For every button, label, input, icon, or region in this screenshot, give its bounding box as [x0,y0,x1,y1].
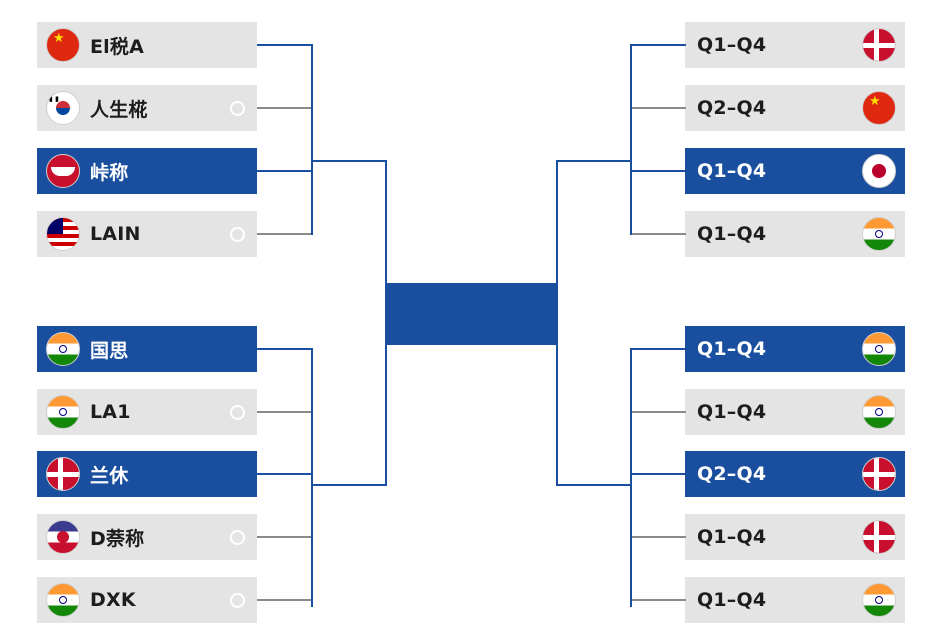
right-slot-1[interactable]: Q1–Q4 [685,22,905,68]
connector-line [630,44,632,235]
connector-line [257,411,313,413]
mixed-flag-icon [46,520,80,554]
connector-line [556,160,632,162]
india-flag-icon [862,332,896,366]
connector-line [257,107,313,109]
connector-line [257,348,313,350]
connector-line [630,473,686,475]
denmark-flag-icon [46,457,80,491]
slot-label: D萘称 [90,527,145,550]
denmark-flag-icon [862,28,896,62]
slot-label: LA1 [90,401,131,423]
left-slot-8[interactable]: D萘称 [37,514,257,560]
south-korea-flag-icon [46,91,80,125]
radio-icon[interactable] [230,592,245,608]
connector-line [311,348,313,607]
slot-label: 兰休 [90,464,129,487]
slot-label: DXK [90,589,136,611]
china-flag-icon [46,28,80,62]
connector-line [257,536,313,538]
right-slot-8[interactable]: Q1–Q4 [685,514,905,560]
radio-icon[interactable] [230,404,245,420]
radio-icon[interactable] [230,529,245,545]
china-flag-icon [862,91,896,125]
right-slot-4[interactable]: Q1–Q4 [685,211,905,257]
right-slot-5[interactable]: Q1–Q4 [685,326,905,372]
connector-line [556,160,558,486]
slot-label: Q1–Q4 [697,401,767,423]
denmark-flag-icon [862,520,896,554]
connector-line [630,44,686,46]
india-flag-icon [862,395,896,429]
right-slot-3[interactable]: Q1–Q4 [685,148,905,194]
slot-label: Q1–Q4 [697,589,767,611]
denmark-flag-icon [862,457,896,491]
connector-line [630,348,632,607]
slot-label: Q1–Q4 [697,34,767,56]
radio-icon[interactable] [230,100,245,116]
india-flag-icon [46,395,80,429]
connector-line [257,170,313,172]
left-slot-1[interactable]: El税A [37,22,257,68]
left-slot-4[interactable]: LAIN [37,211,257,257]
slot-label: Q1–Q4 [697,338,767,360]
tournament-bracket: El税A 人生椛 峠称 LAIN 国思 LA1 兰休 D萘称 DXK Q1–Q4 [0,0,941,607]
radio-icon[interactable] [230,226,245,242]
japan-flag-icon [862,154,896,188]
slot-label: LAIN [90,223,141,245]
left-slot-7[interactable]: 兰休 [37,451,257,497]
left-slot-6[interactable]: LA1 [37,389,257,435]
connector-line [257,473,313,475]
red-ship-flag-icon [46,154,80,188]
connector-line [630,599,686,601]
slot-label: Q2–Q4 [697,463,767,485]
left-slot-3[interactable]: 峠称 [37,148,257,194]
connector-line [630,411,686,413]
final-match-block[interactable] [386,283,556,345]
right-slot-7[interactable]: Q2–Q4 [685,451,905,497]
india-flag-icon [862,217,896,251]
right-slot-6[interactable]: Q1–Q4 [685,389,905,435]
connector-line [257,44,313,46]
connector-line [630,348,686,350]
connector-line [311,160,387,162]
slot-label: Q1–Q4 [697,160,767,182]
india-flag-icon [46,332,80,366]
india-flag-icon [46,583,80,617]
connector-line [630,536,686,538]
slot-label: Q1–Q4 [697,223,767,245]
connector-line [630,170,686,172]
slot-label: 国思 [90,339,129,362]
connector-line [311,44,313,235]
slot-label: El税A [90,35,144,58]
connector-line [257,599,313,601]
left-slot-2[interactable]: 人生椛 [37,85,257,131]
slot-label: 人生椛 [90,98,148,121]
connector-line [311,484,387,486]
left-slot-5[interactable]: 国思 [37,326,257,372]
slot-label: Q2–Q4 [697,97,767,119]
connector-line [257,233,313,235]
slot-label: Q1–Q4 [697,526,767,548]
connector-line [630,107,686,109]
connector-line [556,484,632,486]
right-slot-9[interactable]: Q1–Q4 [685,577,905,623]
connector-line [630,233,686,235]
india-flag-icon [862,583,896,617]
right-slot-2[interactable]: Q2–Q4 [685,85,905,131]
malaysia-flag-icon [46,217,80,251]
slot-label: 峠称 [90,161,129,184]
left-slot-9[interactable]: DXK [37,577,257,623]
